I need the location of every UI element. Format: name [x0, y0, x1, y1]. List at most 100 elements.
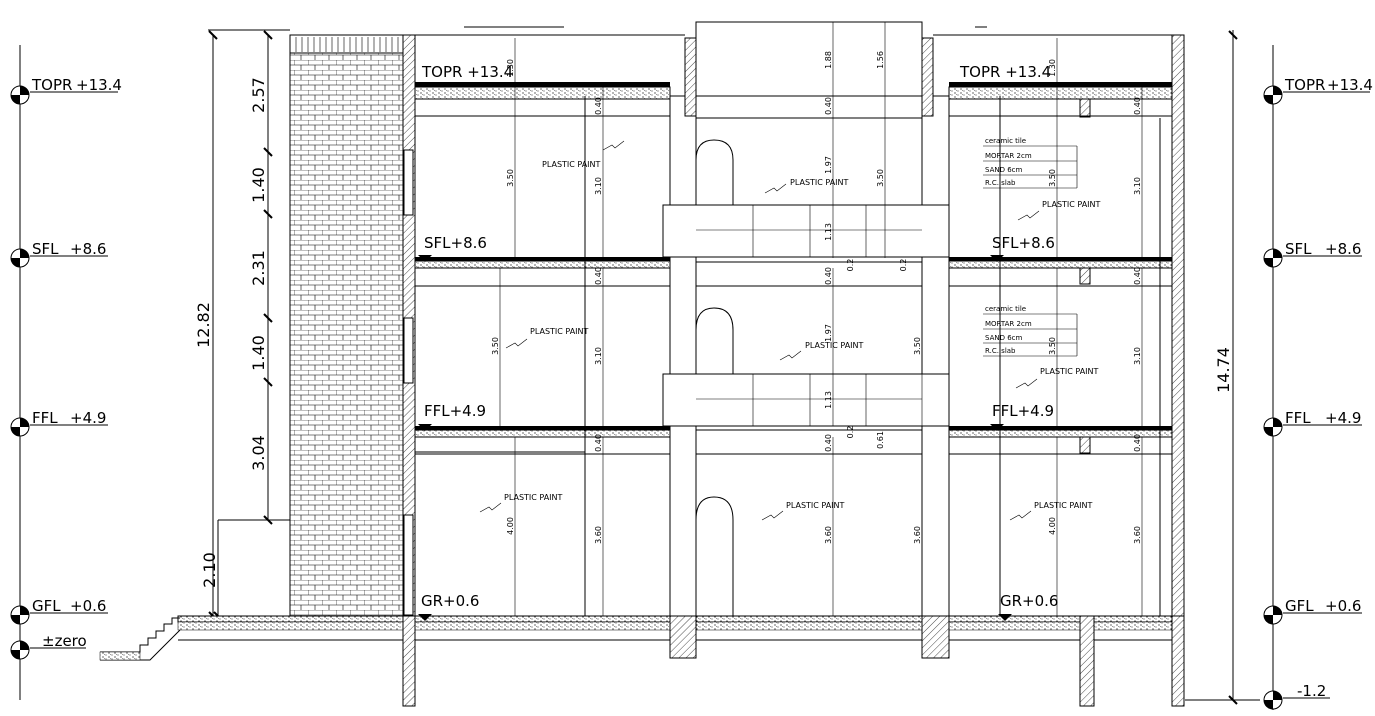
- dim-210: 2.10: [200, 552, 219, 588]
- structure-walls: [415, 21, 1185, 617]
- dim-360-b: 3.60: [824, 526, 833, 544]
- layer-1-upper: ceramic tile: [985, 137, 1026, 145]
- inline-gr-left: GR+0.6: [421, 592, 479, 610]
- dim-040-b: 0.40: [824, 97, 833, 115]
- right-ffl-value: +4.9: [1325, 409, 1361, 427]
- paint-note-5: PLASTIC PAINT: [805, 341, 864, 350]
- right-sfl-value: +8.6: [1325, 240, 1361, 258]
- paint-note-3: PLASTIC PAINT: [1042, 200, 1101, 209]
- layer-2-upper: MORTAR 2cm: [985, 152, 1032, 160]
- dim-304: 3.04: [249, 435, 268, 471]
- dim-140-upper: 1.40: [249, 167, 268, 203]
- left-topr-value: +13.4: [76, 76, 122, 94]
- dim-040-e: 0.40: [824, 267, 833, 285]
- layer-1-lower: ceramic tile: [985, 305, 1026, 313]
- left-topr-label: TOPR: [31, 76, 72, 94]
- inline-gr-right: GR+0.6: [1000, 592, 1058, 610]
- floor-layer-legend-upper: ceramic tile MORTAR 2cm SAND 6cm R.C. sl…: [983, 137, 1078, 189]
- dim-130-right: 1.30: [1048, 59, 1057, 77]
- right-gfl-label: GFL: [1285, 597, 1314, 615]
- left-sfl-label: SFL: [32, 240, 59, 258]
- dim-310-c: 3.10: [594, 347, 603, 365]
- right-topr-value: +13.4: [1327, 76, 1373, 94]
- left-dimension-lines: 2.57 1.40 2.31 1.40 3.04 2.10 12.82: [194, 29, 290, 621]
- dim-400-a: 4.00: [506, 517, 515, 535]
- inline-sfl-left: SFL+8.6: [424, 234, 487, 252]
- right-level-scale: 14.74 TOPR +13.4 SFL +8.6 FFL +4.9 GFL +…: [1185, 30, 1373, 710]
- room-dimension-lines: 1.30 1.30 1.88 1.56 0.40 0.40 0.40 3.50 …: [491, 22, 1143, 616]
- brick-wall: [289, 34, 416, 617]
- left-ffl-label: FFL: [32, 409, 58, 427]
- dim-total-right: 14.74: [1214, 347, 1233, 393]
- inline-topr-right: TOPR +13.4: [959, 63, 1051, 81]
- dim-360-c: 3.60: [913, 526, 922, 544]
- dim-231: 2.31: [249, 250, 268, 286]
- left-sfl-value: +8.6: [70, 240, 106, 258]
- paint-note-6: PLASTIC PAINT: [1040, 367, 1099, 376]
- dim-257: 2.57: [249, 77, 268, 113]
- dim-040-i: 0.40: [1133, 434, 1142, 452]
- paint-note-9: PLASTIC PAINT: [1034, 501, 1093, 510]
- paint-note-2: PLASTIC PAINT: [790, 178, 849, 187]
- left-gfl-value: +0.6: [70, 597, 106, 615]
- inline-level-labels: TOPR +13.4 TOPR +13.4 SFL+8.6 SFL+8.6 FF…: [418, 63, 1058, 621]
- dim-130-left: 1.30: [506, 59, 515, 77]
- dim-02-b: 0.2: [899, 259, 908, 272]
- dim-140-lower: 1.40: [249, 335, 268, 371]
- ground-and-foundation: [99, 615, 1185, 707]
- layer-3-lower: SAND 6cm: [985, 334, 1023, 342]
- dim-040-h: 0.40: [824, 434, 833, 452]
- paint-note-7: PLASTIC PAINT: [504, 493, 563, 502]
- paint-note-1: PLASTIC PAINT: [542, 160, 601, 169]
- dim-310-b: 3.10: [1133, 177, 1142, 195]
- layer-4-lower: R.C. slab: [985, 347, 1016, 355]
- paint-note-8: PLASTIC PAINT: [786, 501, 845, 510]
- right-gfl-value: +0.6: [1325, 597, 1361, 615]
- dim-360-d: 3.60: [1133, 526, 1142, 544]
- dim-197-a: 1.97: [824, 156, 833, 174]
- layer-4-upper: R.C. slab: [985, 179, 1016, 187]
- dim-350-e: 3.50: [913, 337, 922, 355]
- dim-061: 0.61: [876, 431, 885, 449]
- layer-2-lower: MORTAR 2cm: [985, 320, 1032, 328]
- floor-slabs: [414, 82, 1174, 455]
- dim-197-b: 1.97: [824, 324, 833, 342]
- right-basement-label: -1.2: [1297, 682, 1326, 700]
- floor-layer-legend-lower: ceramic tile MORTAR 2cm SAND 6cm R.C. sl…: [983, 305, 1078, 357]
- dim-400-b: 4.00: [1048, 517, 1057, 535]
- inline-topr-left: TOPR +13.4: [421, 63, 513, 81]
- dim-02-a: 0.2: [846, 259, 855, 272]
- dim-040-f: 0.40: [1133, 267, 1142, 285]
- inline-sfl-right: SFL+8.6: [992, 234, 1055, 252]
- layer-3-upper: SAND 6cm: [985, 166, 1023, 174]
- dim-350-c: 3.50: [1048, 169, 1057, 187]
- dim-040-a: 0.40: [594, 97, 603, 115]
- dim-113-a: 1.13: [824, 223, 833, 241]
- inline-ffl-right: FFL+4.9: [992, 402, 1054, 420]
- dim-310-d: 3.10: [1133, 347, 1142, 365]
- dim-350-b: 3.50: [876, 169, 885, 187]
- dim-310-a: 3.10: [594, 177, 603, 195]
- dim-350-a: 3.50: [506, 169, 515, 187]
- dim-040-g: 0.40: [594, 434, 603, 452]
- dim-040-c: 0.40: [1133, 97, 1142, 115]
- left-level-scale: TOPR +13.4 SFL +8.6 FFL +4.9 GFL +0.6 ±z…: [10, 45, 122, 700]
- left-zero-label: ±zero: [42, 632, 87, 650]
- left-ffl-value: +4.9: [70, 409, 106, 427]
- dim-350-f: 3.50: [1048, 337, 1057, 355]
- dim-156: 1.56: [876, 51, 885, 69]
- dim-350-d: 3.50: [491, 337, 500, 355]
- dim-040-d: 0.40: [594, 267, 603, 285]
- dim-360-a: 3.60: [594, 526, 603, 544]
- left-gfl-label: GFL: [32, 597, 61, 615]
- right-sfl-label: SFL: [1285, 240, 1312, 258]
- dim-188: 1.88: [824, 51, 833, 69]
- right-topr-label: TOPR: [1284, 76, 1325, 94]
- dim-113-b: 1.13: [824, 391, 833, 409]
- finish-notes: PLASTIC PAINT PLASTIC PAINT PLASTIC PAIN…: [479, 140, 1101, 521]
- paint-note-4: PLASTIC PAINT: [530, 327, 589, 336]
- dim-total-left: 12.82: [194, 302, 213, 348]
- right-ffl-label: FFL: [1285, 409, 1311, 427]
- inline-ffl-left: FFL+4.9: [424, 402, 486, 420]
